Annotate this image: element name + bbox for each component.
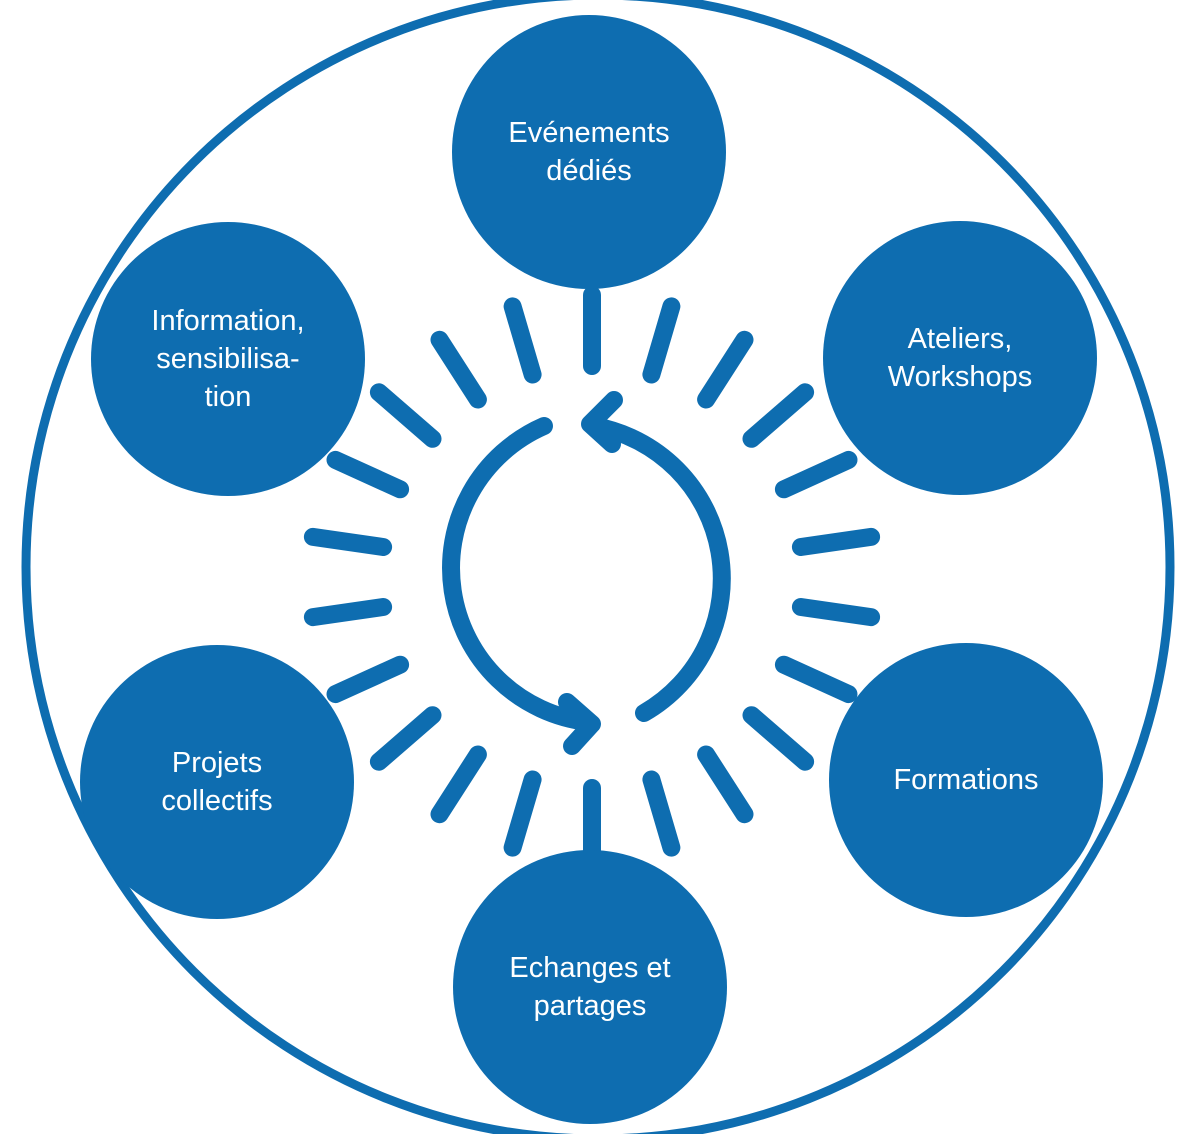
cycle-arrowhead-bottom <box>558 693 601 755</box>
ray-dash <box>369 383 442 448</box>
ray-dash <box>326 655 410 704</box>
ray-dash <box>791 598 881 627</box>
ray-dash <box>774 655 858 704</box>
ray-dash <box>326 450 410 499</box>
ray-dash <box>303 598 393 627</box>
ray-dash <box>742 383 815 448</box>
ray-dash <box>697 330 754 409</box>
ray-dash <box>430 745 487 824</box>
ray-dash <box>697 745 754 824</box>
node-echanges-partages: Echanges et partages <box>453 850 727 1124</box>
ray-dash <box>369 706 442 771</box>
ray-dash <box>642 770 681 857</box>
ray-dash <box>774 450 858 499</box>
node-ateliers-workshops: Ateliers, Workshops <box>823 221 1097 495</box>
radiating-dashes <box>303 286 881 868</box>
cycle-arrow-right <box>585 417 731 722</box>
ray-dash <box>642 297 681 384</box>
ray-dash <box>791 527 881 556</box>
node-evenements-dedies: Evénements dédiés <box>452 15 726 289</box>
ray-dash <box>503 297 542 384</box>
cycle-arrows-icon <box>442 391 731 755</box>
node-information-sensibilisation: Information, sensibilisa- tion <box>91 222 365 496</box>
cycle-arrow-left <box>442 417 597 731</box>
ray-dash <box>430 330 487 409</box>
cycle-arrowhead-top <box>581 391 623 453</box>
node-formations: Formations <box>829 643 1103 917</box>
ray-dash <box>742 706 815 771</box>
ray-dash <box>503 770 542 857</box>
ray-dash <box>303 527 393 556</box>
outer-ring <box>21 0 1175 1134</box>
node-projets-collectifs: Projets collectifs <box>80 645 354 919</box>
